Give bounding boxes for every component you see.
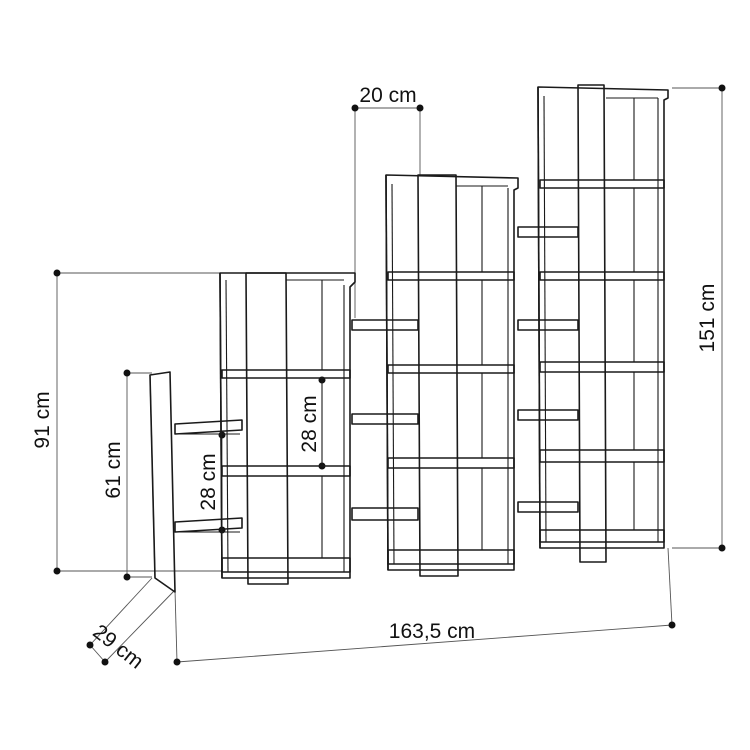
label-depth: 29 cm	[88, 620, 147, 673]
label-width-total: 163,5 cm	[389, 620, 475, 643]
dimension-lines	[56, 87, 723, 663]
side-panel	[149, 371, 176, 593]
label-shelf-gap-right: 28 cm	[298, 395, 321, 452]
label-height-total: 151 cm	[696, 284, 719, 353]
dimension-labels: 20 cm 151 cm 91 cm 61 cm 28 cm 28 cm 29 …	[31, 84, 719, 674]
bookshelf-unit-short	[219, 272, 356, 585]
bookshelf-unit-tall	[537, 84, 669, 563]
label-height-small: 61 cm	[102, 441, 125, 498]
label-shelf-gap-left: 28 cm	[197, 453, 220, 510]
label-height-middle: 91 cm	[31, 391, 54, 448]
dimension-dots	[53, 84, 726, 666]
bookshelf-unit-middle	[385, 174, 519, 577]
label-width-top: 20 cm	[359, 84, 416, 107]
